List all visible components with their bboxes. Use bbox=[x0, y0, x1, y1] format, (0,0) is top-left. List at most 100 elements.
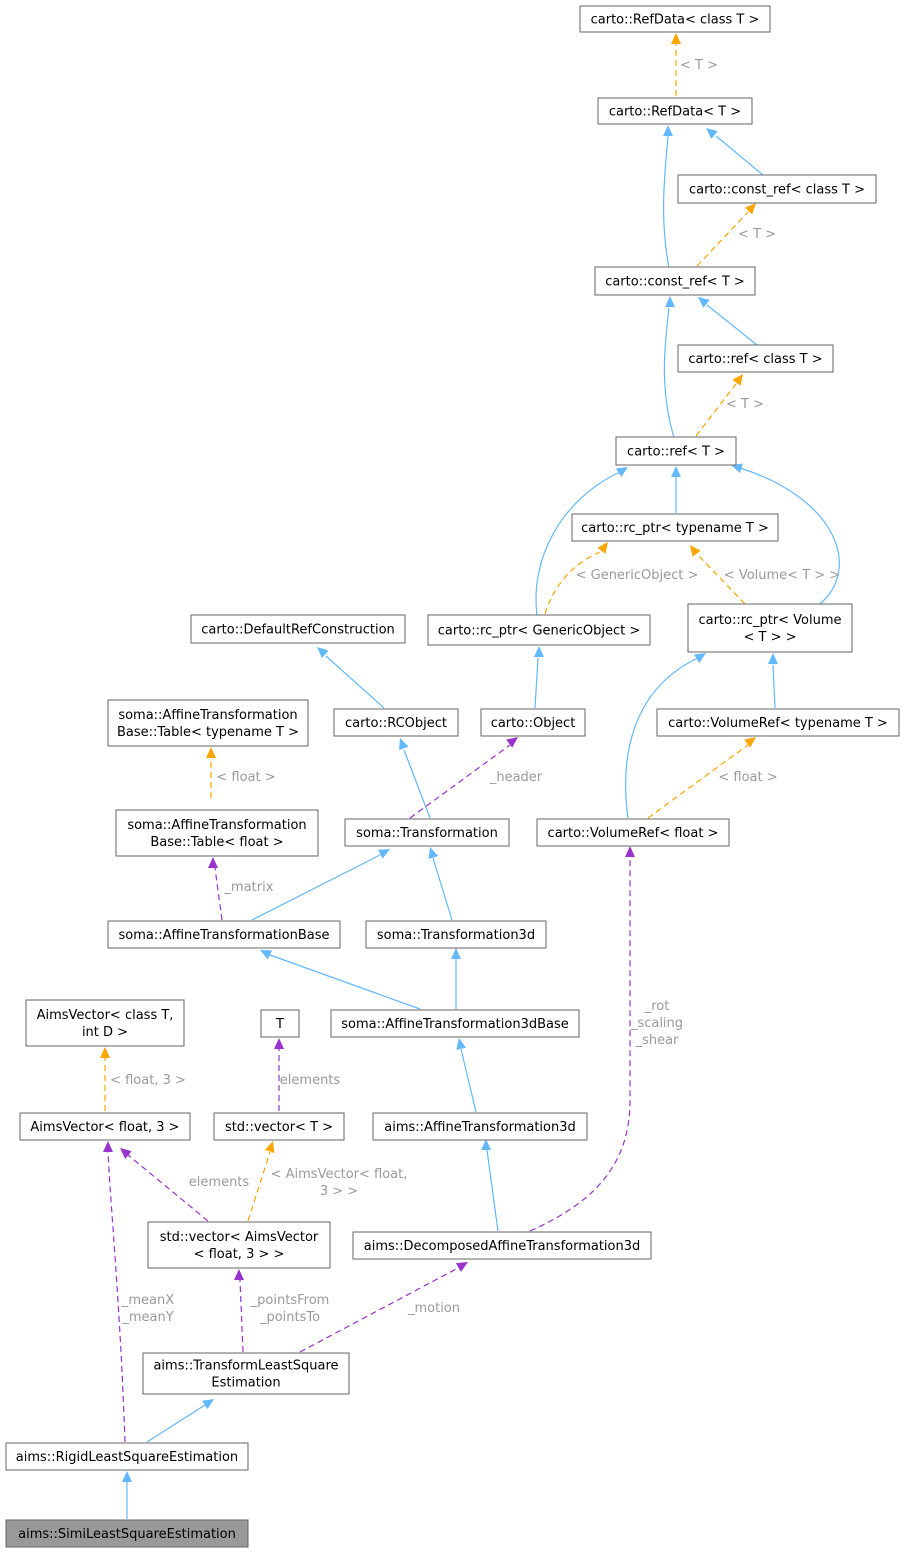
inheritance-edge bbox=[403, 749, 431, 819]
edge-label-header-line: _header bbox=[489, 770, 543, 785]
node-const-ref-class-t[interactable]: carto::const_ref< class T > bbox=[677, 174, 877, 204]
node-refdata-class-t[interactable]: carto::RefData< class T > bbox=[579, 5, 771, 33]
inheritance-edge bbox=[715, 135, 764, 176]
node-box bbox=[107, 699, 309, 747]
edge-label-elements-t: elements bbox=[280, 1073, 341, 1088]
edge-label-elements-aimsvector: elements bbox=[189, 1175, 250, 1190]
arrowhead-icon bbox=[663, 125, 673, 136]
edge-label-aimsvector-float-3: < float, 3 > bbox=[110, 1073, 186, 1088]
node-label-line: soma::AffineTransformationBase bbox=[118, 928, 329, 943]
node-std-vector-aimsvector[interactable]: std::vector< AimsVector< float, 3 > > bbox=[147, 1221, 331, 1269]
arrowhead-icon bbox=[100, 1047, 110, 1058]
node-rc-ptr-typename-t[interactable]: carto::rc_ptr< typename T > bbox=[571, 513, 779, 542]
node-ref-class-t[interactable]: carto::ref< class T > bbox=[677, 344, 834, 373]
inheritance-edge bbox=[663, 307, 675, 439]
edge-label-aimsvector-float-3-vector-line: 3 > > bbox=[320, 1184, 358, 1199]
member-edge bbox=[214, 867, 223, 921]
node-box bbox=[115, 809, 319, 857]
edge-label-generic-object-line: < GenericObject > bbox=[576, 568, 699, 583]
node-box bbox=[213, 1112, 345, 1141]
node-volumeref-typename-t[interactable]: carto::VolumeRef< typename T > bbox=[656, 708, 900, 737]
inheritance-edge bbox=[772, 664, 776, 709]
node-box bbox=[656, 708, 900, 737]
node-box bbox=[571, 513, 779, 542]
edge-label-generic-object: < GenericObject > bbox=[576, 568, 699, 583]
node-ref-t[interactable]: carto::ref< T > bbox=[615, 436, 737, 466]
node-affine-transformation3d-base[interactable]: soma::AffineTransformation3dBase bbox=[330, 1009, 580, 1038]
arrowhead-icon bbox=[122, 1471, 132, 1482]
node-rcobject[interactable]: carto::RCObject bbox=[333, 708, 459, 737]
template-edge bbox=[647, 744, 749, 819]
edge-label-points-from-to: _pointsFrom_pointsTo bbox=[250, 1293, 330, 1325]
node-label: aims::DecomposedAffineTransformation3d bbox=[364, 1239, 641, 1254]
node-volumeref-float[interactable]: carto::VolumeRef< float > bbox=[536, 818, 730, 847]
arrowhead-icon bbox=[274, 1038, 284, 1049]
arrowhead-icon bbox=[744, 737, 756, 748]
arrowhead-icon bbox=[234, 1269, 244, 1280]
node-box bbox=[597, 97, 753, 125]
node-box bbox=[615, 436, 737, 466]
arrowhead-icon bbox=[506, 737, 518, 748]
node-box bbox=[427, 614, 651, 646]
node-label-line: carto::Object bbox=[491, 716, 576, 731]
node-label-line: AimsVector< class T, bbox=[37, 1008, 174, 1023]
edge-label-table-float-line: < float > bbox=[216, 770, 275, 785]
inheritance-edge bbox=[739, 467, 840, 605]
node-aims-affine-transformation3d[interactable]: aims::AffineTransformation3d bbox=[372, 1112, 588, 1141]
edge-label-volume-t-line: < Volume< T > > bbox=[724, 568, 840, 583]
node-rigid-least-square-estimation[interactable]: aims::RigidLeastSquareEstimation bbox=[5, 1442, 249, 1471]
arrowhead-icon bbox=[744, 203, 756, 215]
node-label: AimsVector< float, 3 > bbox=[30, 1120, 179, 1135]
node-transformation3d[interactable]: soma::Transformation3d bbox=[365, 920, 547, 949]
node-std-vector-t[interactable]: std::vector< T > bbox=[213, 1112, 345, 1141]
node-decomposed-affine-transformation3d[interactable]: aims::DecomposedAffineTransformation3d bbox=[352, 1231, 652, 1260]
node-label: aims::AffineTransformation3d bbox=[384, 1120, 576, 1135]
node-label: carto::rc_ptr< typename T > bbox=[581, 521, 769, 536]
node-aimsvector-float-3[interactable]: AimsVector< float, 3 > bbox=[19, 1112, 191, 1141]
edge-label-mean-x-y: _meanX_meanY bbox=[121, 1293, 174, 1325]
node-label-line: Base::Table< typename T > bbox=[117, 725, 299, 740]
edge-label-elements-aimsvector-line: elements bbox=[189, 1175, 250, 1190]
node-aimsvector-class-t[interactable]: AimsVector< class T, int D > bbox=[25, 999, 185, 1047]
node-label: carto::RefData< T > bbox=[609, 105, 741, 120]
node-box bbox=[344, 818, 510, 847]
edge-label-ref-template: < T > bbox=[726, 397, 764, 412]
edge-label-points-from-to-line: _pointsTo bbox=[259, 1310, 320, 1325]
node-label: carto::rc_ptr< Volume< T > > bbox=[698, 613, 841, 645]
node-label-line: int D > bbox=[82, 1025, 128, 1040]
node-const-ref-t[interactable]: carto::const_ref< T > bbox=[594, 266, 756, 296]
arrowhead-icon bbox=[264, 1141, 275, 1153]
edge-label-table-float: < float > bbox=[216, 770, 275, 785]
node-simi-least-square-estimation: aims::SimiLeastSquareEstimation bbox=[5, 1519, 249, 1548]
node-label: std::vector< T > bbox=[225, 1120, 333, 1135]
node-box bbox=[19, 1112, 191, 1141]
node-label: carto::const_ref< T > bbox=[605, 275, 745, 290]
node-box bbox=[5, 1519, 249, 1548]
node-object[interactable]: carto::Object bbox=[480, 708, 586, 737]
node-label-line: soma::Transformation3d bbox=[377, 928, 535, 943]
inheritance-edge bbox=[534, 657, 539, 709]
node-transformation[interactable]: soma::Transformation bbox=[344, 818, 510, 847]
arrowhead-icon bbox=[732, 374, 743, 386]
arrowhead-icon bbox=[671, 33, 681, 44]
edge-label-aimsvector-float-3-line: < float, 3 > bbox=[110, 1073, 186, 1088]
node-label: carto::DefaultRefConstruction bbox=[201, 623, 395, 638]
node-rc-ptr-generic-object[interactable]: carto::rc_ptr< GenericObject > bbox=[427, 614, 651, 646]
node-default-ref-construction[interactable]: carto::DefaultRefConstruction bbox=[190, 614, 406, 644]
arrowhead-icon bbox=[481, 1139, 491, 1150]
node-label-line: carto::ref< T > bbox=[627, 445, 725, 460]
node-box bbox=[190, 614, 406, 644]
node-label: carto::RefData< class T > bbox=[591, 13, 760, 28]
edge-label-elements-t-line: elements bbox=[280, 1073, 341, 1088]
edge-label-volumeref-float-line: < float > bbox=[718, 770, 777, 785]
node-refdata-t[interactable]: carto::RefData< T > bbox=[597, 97, 753, 125]
node-affine-transformation-base[interactable]: soma::AffineTransformationBase bbox=[107, 920, 341, 949]
arrowhead-icon bbox=[202, 1399, 214, 1410]
node-rc-ptr-volume[interactable]: carto::rc_ptr< Volume< T > > bbox=[687, 603, 853, 653]
node-t[interactable]: T bbox=[260, 1009, 300, 1038]
arrowhead-icon bbox=[206, 747, 216, 758]
arrowhead-icon bbox=[120, 1148, 132, 1159]
